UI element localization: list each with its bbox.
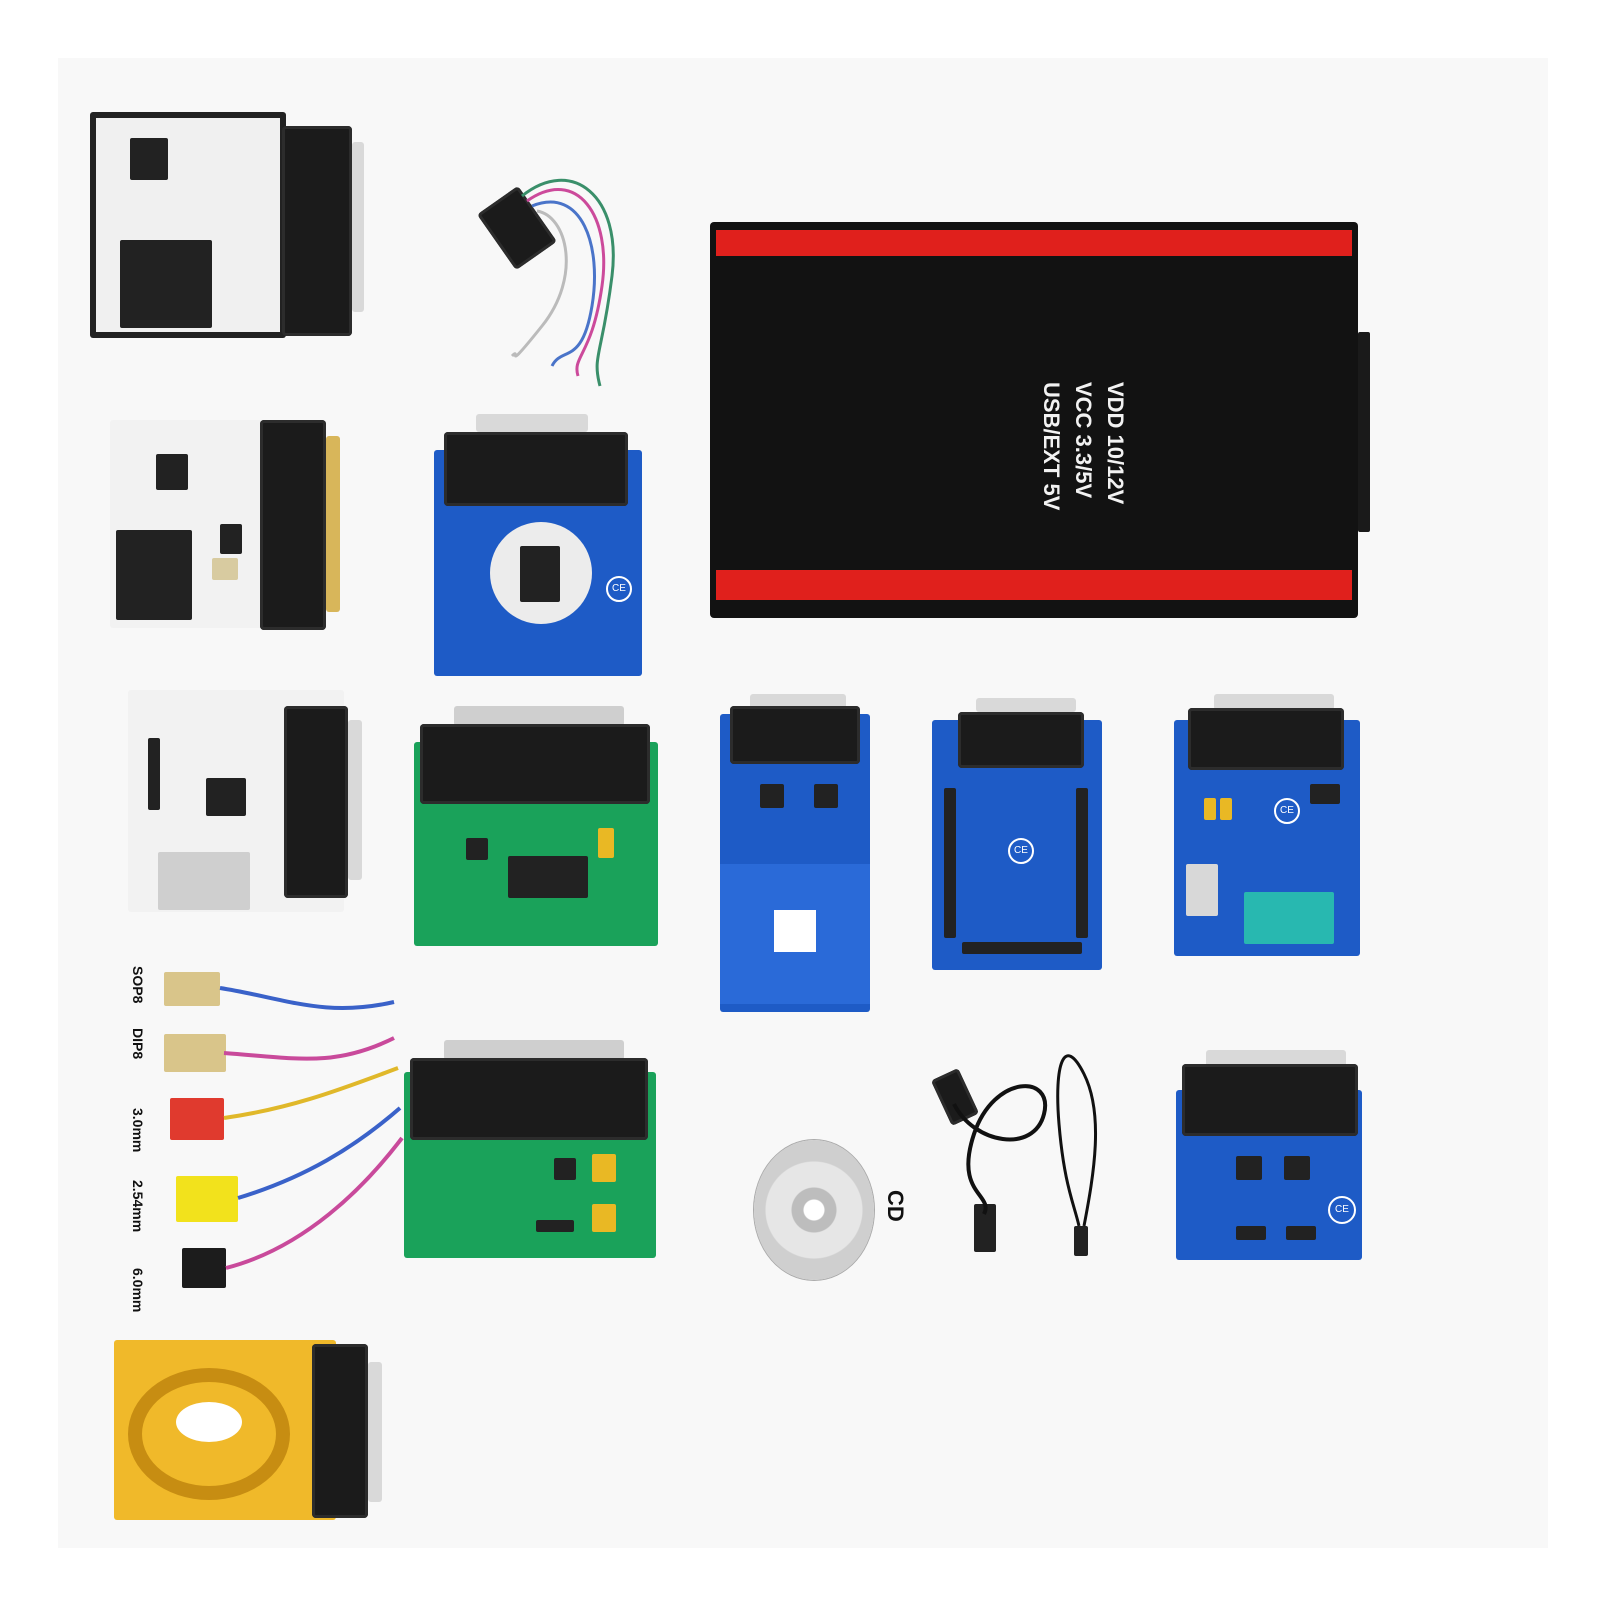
white-socket-adapter-1	[90, 112, 366, 352]
programmer-label-vdd: VDD 10/12V	[1103, 382, 1128, 505]
header-1	[1236, 1226, 1266, 1240]
ic-chip	[508, 856, 588, 898]
db25-pins	[368, 1362, 382, 1502]
green-adapter-1	[414, 706, 660, 946]
probe-label-254mm: 2.54mm	[130, 1180, 146, 1233]
db25-connector	[1188, 708, 1344, 770]
coil-hole	[176, 1402, 242, 1442]
top-red-stripe	[716, 230, 1352, 256]
black-connector	[182, 1248, 226, 1288]
blue-adapter-small: CE	[1176, 1050, 1366, 1260]
ic-chip-2	[1284, 1156, 1310, 1180]
ic-chip-small	[466, 838, 488, 860]
capacitor-1	[1204, 798, 1216, 820]
jumper-pins	[536, 1220, 574, 1232]
probe-label-sop8: SOP8	[130, 966, 146, 1004]
sop8-clip	[164, 972, 220, 1006]
cd-disc	[754, 1140, 874, 1280]
db25-connector	[312, 1344, 368, 1518]
red-connector	[170, 1098, 224, 1140]
db25-connector	[282, 126, 352, 336]
yellow-transponder-adapter	[114, 1340, 390, 1526]
db25-pins	[326, 436, 340, 612]
probe-cables: SOP8 DIP8 3.0mm 2.54mm 6.0mm	[124, 958, 408, 1318]
db25-pins	[348, 720, 362, 880]
cable-loops	[952, 1054, 1097, 1227]
zif-socket	[1244, 892, 1334, 944]
programmer-device: VDD 10/12V VCC 3.3/5V USB/EXT 5V	[710, 222, 1370, 618]
sop-socket	[120, 240, 212, 328]
probe-wires	[219, 986, 404, 1270]
blue-zif-adapter: CE	[1174, 694, 1374, 958]
ic-chip	[1310, 784, 1340, 804]
side-port	[1358, 332, 1370, 532]
header-pins	[148, 738, 160, 810]
yellow-connector	[176, 1176, 238, 1222]
db25-connector	[260, 420, 326, 630]
ic-chip-2	[814, 784, 838, 808]
cable-wires	[510, 178, 615, 387]
voltage-regulator	[1186, 864, 1218, 916]
db25-pins	[1206, 1050, 1346, 1068]
sd-slot	[158, 852, 250, 910]
ce-mark-icon: CE	[1008, 838, 1034, 864]
usb-a-plug	[974, 1204, 996, 1252]
ce-mark-icon: CE	[1274, 798, 1300, 824]
ce-mark-icon: CE	[1328, 1196, 1356, 1224]
blue-antenna-adapter	[720, 694, 872, 1014]
product-photo: VDD 10/12V VCC 3.3/5V USB/EXT 5V	[58, 58, 1548, 1548]
ic-chip	[554, 1158, 576, 1180]
probe-label-3mm: 3.0mm	[130, 1108, 146, 1153]
ic-chip-1	[1236, 1156, 1262, 1180]
db25-connector	[444, 432, 628, 506]
db25-pins	[976, 698, 1076, 712]
programmer-label-usb: USB/EXT 5V	[1039, 382, 1064, 511]
right-header	[1076, 788, 1088, 938]
blue-key-adapter: CE	[434, 414, 644, 676]
green-adapter-2	[404, 1040, 660, 1260]
capacitor-1	[592, 1154, 616, 1182]
usb-cables	[930, 1054, 1114, 1264]
left-header	[944, 788, 956, 938]
ic-chip	[760, 784, 784, 808]
antenna-window	[774, 910, 816, 952]
key-slot	[520, 546, 560, 602]
db25-connector	[284, 706, 348, 898]
db25-connector	[1182, 1064, 1358, 1136]
blue-io-adapter: CE	[932, 698, 1108, 974]
bottom-red-stripe	[716, 570, 1352, 600]
header-2	[1286, 1226, 1316, 1240]
db25-pins	[444, 1040, 624, 1060]
programmer-label-vcc: VCC 3.3/5V	[1071, 382, 1096, 499]
white-socket-adapter-2	[110, 420, 356, 634]
db25-connector	[410, 1058, 648, 1140]
db25-pins	[476, 414, 588, 432]
usb-b-plug	[1074, 1226, 1088, 1256]
db25-connector	[420, 724, 650, 804]
db25-pins	[454, 706, 624, 726]
capacitor-2	[592, 1204, 616, 1232]
dip-socket	[130, 138, 168, 180]
mcu-chip	[206, 778, 246, 816]
db25-connector	[958, 712, 1084, 768]
ce-mark-icon: CE	[606, 576, 632, 602]
probe-label-dip8: DIP8	[130, 1028, 146, 1060]
cd-label: CD	[883, 1190, 908, 1222]
bottom-header	[962, 942, 1082, 954]
crystal	[212, 558, 238, 580]
ic-chip	[220, 524, 242, 554]
db-cable-adapter	[477, 156, 632, 387]
db25-pins	[1214, 694, 1334, 710]
sop-socket	[116, 530, 192, 620]
probe-label-6mm: 6.0mm	[130, 1268, 146, 1313]
dip-socket	[156, 454, 188, 490]
db25-connector	[730, 706, 860, 764]
capacitor-2	[1220, 798, 1232, 820]
software-cd: CD	[754, 1140, 924, 1280]
db25-pins	[352, 142, 364, 312]
dip8-clip	[164, 1034, 226, 1072]
white-mcu-adapter	[128, 690, 368, 914]
capacitor	[598, 828, 614, 858]
